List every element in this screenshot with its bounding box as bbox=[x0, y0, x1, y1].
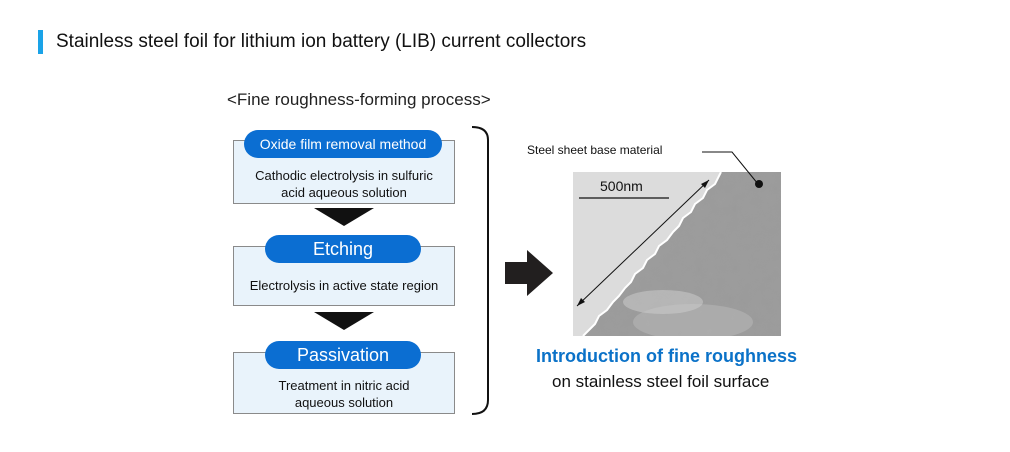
step-description-line: Cathodic electrolysis in sulfuric bbox=[255, 168, 433, 183]
down-arrow-icon bbox=[314, 312, 374, 330]
down-arrow-icon bbox=[314, 208, 374, 226]
bracket-icon bbox=[471, 126, 489, 415]
step-description-line: Treatment in nitric acid bbox=[278, 378, 410, 393]
right-arrow-icon bbox=[505, 250, 553, 296]
step-label-passivation: Passivation bbox=[265, 341, 421, 369]
base-material-label: Steel sheet base material bbox=[527, 143, 663, 157]
process-heading: <Fine roughness-forming process> bbox=[227, 90, 491, 109]
sem-micrograph-image bbox=[573, 172, 781, 336]
title-accent-bar bbox=[38, 30, 43, 54]
step-label-etching: Etching bbox=[265, 235, 421, 263]
step-label-oxide-removal: Oxide film removal method bbox=[244, 130, 442, 158]
scale-bar-label: 500nm bbox=[600, 178, 643, 194]
result-title: Introduction of fine roughness bbox=[536, 346, 797, 366]
callout-leader-line bbox=[702, 151, 759, 185]
step-description-line: aqueous solution bbox=[294, 395, 394, 410]
step-description-line: acid aqueous solution bbox=[281, 185, 407, 200]
step-description-line: Electrolysis in active state region bbox=[249, 278, 439, 293]
result-subtitle: on stainless steel foil surface bbox=[552, 372, 770, 391]
page-title: Stainless steel foil for lithium ion bat… bbox=[56, 31, 587, 52]
